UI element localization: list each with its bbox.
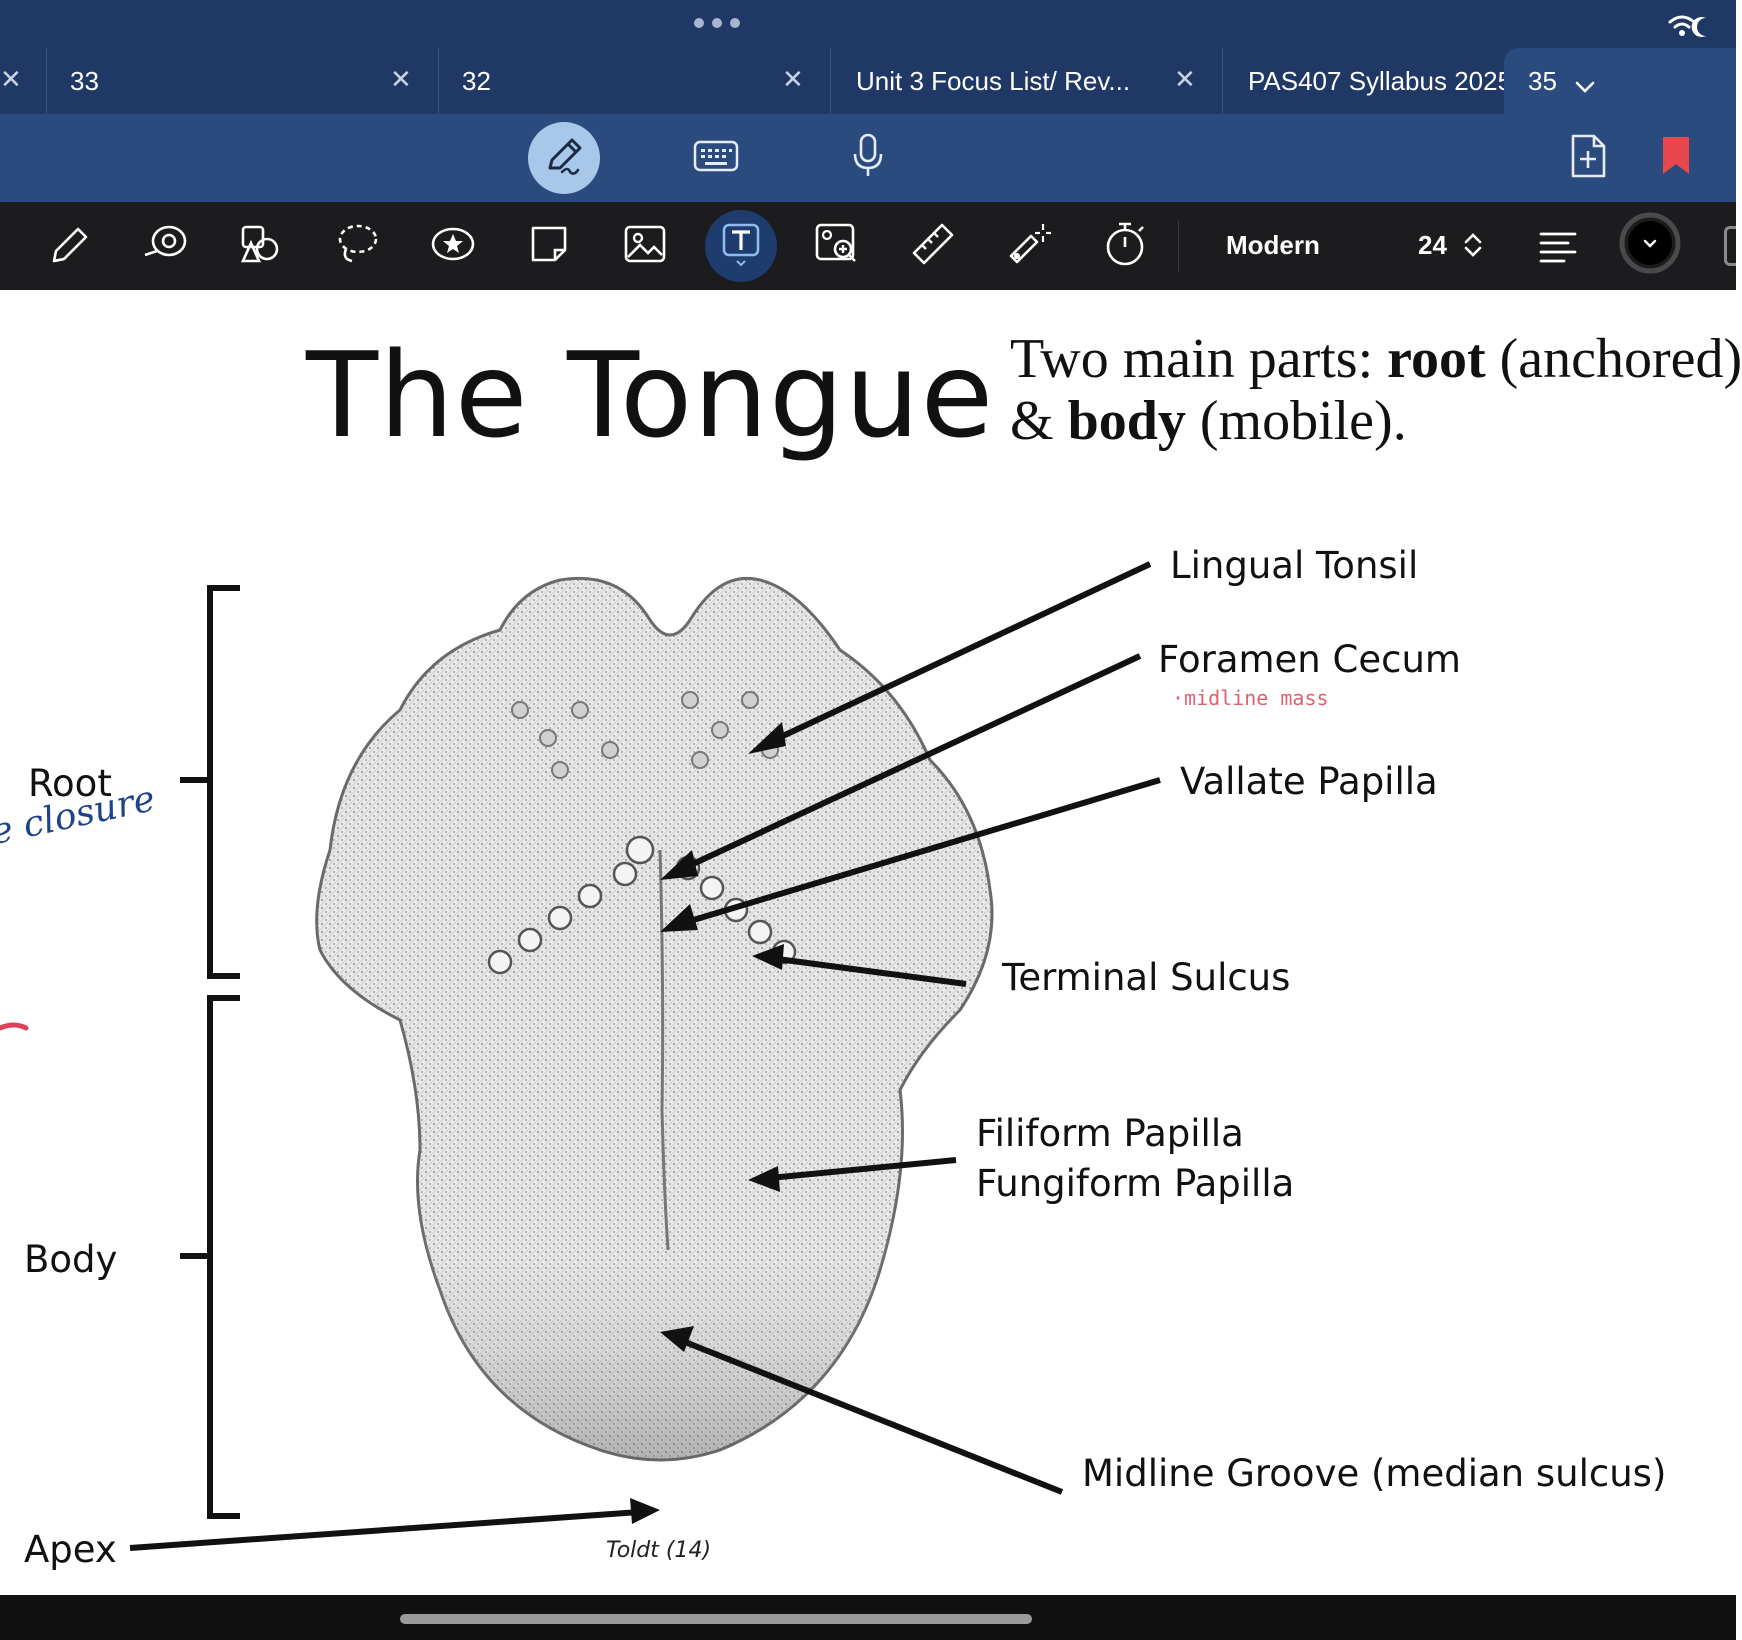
label-root: Root (28, 762, 112, 805)
keyboard-icon (693, 139, 739, 177)
microphone-button[interactable] (832, 122, 904, 194)
image-icon (622, 223, 668, 269)
tab-partial[interactable]: ✕ (0, 48, 46, 114)
input-mode-bar (0, 114, 1736, 202)
tab-label: 35 (1528, 66, 1557, 96)
note-page[interactable]: The Tongue Two main parts: root (anchore… (0, 290, 1742, 1595)
text-box-tool[interactable] (705, 210, 777, 282)
tongue-illustration (0, 561, 1161, 1551)
add-page-button[interactable] (1552, 122, 1624, 194)
lasso-icon (334, 221, 380, 271)
bookmark-button[interactable] (1640, 122, 1712, 194)
label-fungiform-papilla: Fungiform Papilla (976, 1162, 1295, 1205)
home-indicator[interactable] (400, 1614, 1032, 1624)
pen-icon (46, 221, 92, 271)
shapes-icon (237, 221, 285, 271)
tab-bar: ✕ 33 ✕ 32 ✕ Unit 3 Focus List/ Rev... ✕ … (0, 0, 1736, 114)
handwritten-note-pink[interactable]: ·midline mass (1172, 686, 1329, 710)
label-terminal-sulcus: Terminal Sulcus (1002, 956, 1291, 999)
pencil-icon (540, 132, 588, 184)
ruler-tool[interactable] (897, 210, 969, 282)
laser-pointer-tool[interactable] (993, 210, 1065, 282)
add-page-icon (1568, 132, 1608, 184)
close-icon[interactable]: ✕ (782, 64, 804, 94)
tab-unit3-focus-list[interactable]: Unit 3 Focus List/ Rev... ✕ (830, 48, 1222, 114)
label-body: Body (24, 1238, 118, 1281)
slide-title: The Tongue (306, 326, 995, 464)
tab-35-active[interactable]: 35 (1504, 48, 1736, 114)
highlighter-tool[interactable] (129, 210, 201, 282)
label-apex: Apex (24, 1528, 117, 1571)
tab-33[interactable]: 33 ✕ (46, 48, 438, 114)
scan-tool[interactable] (801, 210, 873, 282)
close-icon[interactable]: ✕ (0, 64, 22, 94)
eraser-icon (141, 221, 189, 271)
subtitle-text: & (1010, 390, 1068, 452)
image-zoom-icon (813, 221, 861, 271)
multitasking-dots-icon[interactable] (694, 18, 740, 30)
font-size-stepper[interactable]: 24 (1418, 230, 1447, 260)
stepper-chevrons-icon[interactable] (1462, 230, 1484, 264)
subtitle-root: root (1387, 328, 1486, 390)
tab-label: 33 (70, 66, 99, 96)
subtitle-text: (anchored) (1485, 328, 1742, 390)
close-icon[interactable]: ✕ (1174, 64, 1196, 94)
timer-tool[interactable] (1089, 210, 1161, 282)
wifi-icon (1666, 12, 1710, 46)
chevron-down-icon[interactable] (1574, 70, 1596, 101)
more-tools-edge[interactable] (1724, 226, 1736, 266)
sticky-note-tool[interactable] (513, 210, 585, 282)
sticky-note-icon (527, 222, 571, 270)
label-vallate-papilla: Vallate Papilla (1180, 760, 1438, 803)
subtitle-text: (mobile). (1185, 390, 1407, 452)
keyboard-button[interactable] (680, 122, 752, 194)
label-foramen-cecum: Foramen Cecum (1158, 638, 1461, 681)
bottom-bar (0, 1595, 1736, 1640)
tab-pas407-syllabus[interactable]: PAS407 Syllabus 2025 (1222, 48, 1513, 114)
subtitle-body: body (1067, 390, 1186, 452)
text-box-icon (718, 219, 764, 273)
color-picker-button[interactable] (1619, 212, 1681, 278)
subtitle-text: Two main parts: (1010, 328, 1388, 390)
shapes-tool[interactable] (225, 210, 297, 282)
tab-divider (46, 48, 47, 114)
tab-divider (438, 48, 439, 114)
image-credit: Toldt (14) (606, 1538, 712, 1563)
tools-bar: Modern 24 (0, 202, 1736, 290)
tab-32[interactable]: 32 ✕ (438, 48, 830, 114)
pen-mode-button[interactable] (528, 122, 600, 194)
toolbar-divider (1178, 220, 1179, 272)
laser-pointer-icon (1005, 220, 1053, 272)
font-name-selector[interactable]: Modern (1226, 230, 1320, 260)
label-lingual-tonsil: Lingual Tonsil (1170, 544, 1419, 587)
label-filiform-papilla: Filiform Papilla (976, 1112, 1244, 1155)
slide-subtitle: Two main parts: root (anchored) & body (… (1010, 328, 1742, 452)
lasso-tool[interactable] (321, 210, 393, 282)
ruler-icon (910, 221, 956, 271)
image-tool[interactable] (609, 210, 681, 282)
bookmark-icon (1659, 134, 1693, 182)
tab-divider (1222, 48, 1223, 114)
tab-label: 32 (462, 66, 491, 96)
sticker-tool[interactable] (417, 210, 489, 282)
tab-label: PAS407 Syllabus 2025 (1248, 66, 1513, 96)
close-icon[interactable]: ✕ (390, 64, 412, 94)
timer-icon (1103, 220, 1147, 272)
microphone-icon (850, 132, 886, 184)
tab-label: Unit 3 Focus List/ Rev... (856, 66, 1131, 96)
sticker-icon (428, 221, 478, 271)
pen-tool[interactable] (33, 210, 105, 282)
label-midline-groove: Midline Groove (median sulcus) (1082, 1452, 1667, 1495)
align-text-icon[interactable] (1538, 230, 1578, 268)
tab-divider (830, 48, 831, 114)
